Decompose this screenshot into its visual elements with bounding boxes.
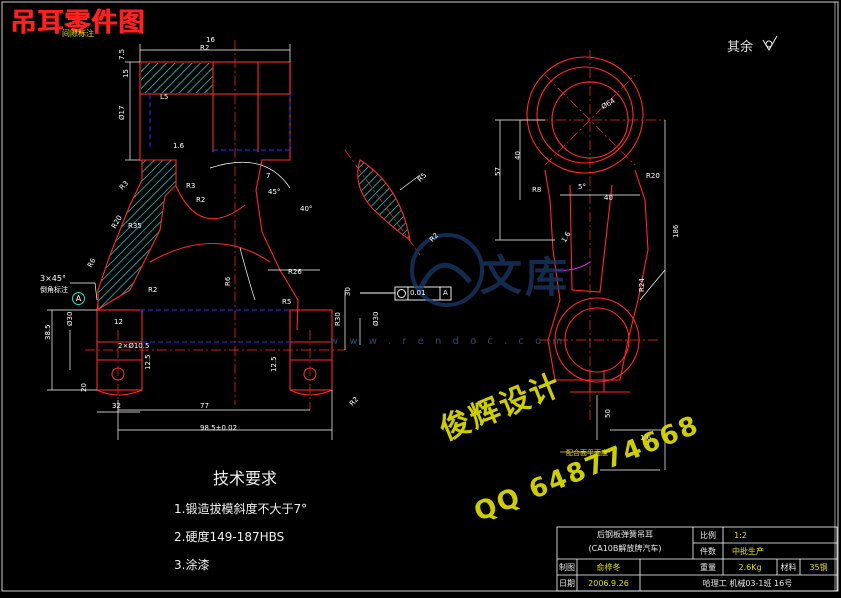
watermark-url: w w w . r e n d o c . c o m [330,336,567,347]
dimension-d-phi: Ø17 [118,105,126,120]
dimension-d-50: 50 [604,409,612,418]
dimension-d-r58: R5 [282,298,292,306]
dimension-d-20: 20 [80,383,88,392]
dimension-d-r8: R8 [532,186,542,194]
dimension-d-40c: 40 [604,194,613,202]
dimension-d-125b: 12.5 [270,356,278,372]
title-block-frame [556,526,838,592]
dimension-d-5: 5° [578,183,586,191]
dimension-d-30: 30 [344,287,352,296]
dimension-d-l5: L5 [160,93,169,101]
center-lines [85,40,345,410]
roughness-note: 其余 [727,40,754,55]
weight-value: 2.6Kg [738,563,762,572]
drawn-value: 俞梓冬 [596,563,621,572]
organization: 哈理工 机械03-1班 16号 [702,579,793,588]
web-hatch [97,159,177,312]
scale-label: 比例 [700,531,716,540]
part-name: 后钢板弹簧吊耳 [597,530,653,539]
chamfer-label: 3×45° [40,274,66,283]
tech-req-2: 2.硬度149-187HBS [174,530,285,544]
tech-req-heading: 技术要求 [213,469,278,488]
chamfer-note: 倒角标注 [40,286,68,294]
flatness-value: 0.01 [410,289,426,297]
dimension-d-2x105: 2×Ø10.5 [118,342,150,350]
dimension-d-40b: 40 [514,151,522,160]
left-section-view [85,40,345,410]
dimension-d-16b: 1.6 [173,142,185,150]
datum-marker: A [72,292,85,305]
dimension-d-32: 32 [112,402,121,410]
dimension-d-40: 40° [300,205,313,213]
watermark-logo: 文 库 [410,233,567,307]
svg-text:库: 库 [525,253,567,302]
hidden-lines [149,94,291,151]
dimension-d-r3b: R3 [186,182,196,190]
dimension-d-r30: R30 [334,312,342,326]
part-subname: (CA10B解放牌汽车) [588,544,662,553]
qty-label: 件数 [700,547,716,556]
dimension-d-45: 45° [268,188,281,196]
dimension-d-r24: R24 [638,278,646,292]
qty-value: 中批生产 [732,547,764,556]
dimension-d-186: 186 [672,224,680,238]
dimension-d-15: 15 [122,69,130,78]
eye-mid [536,66,634,164]
material-value: 35钢 [809,563,828,572]
tech-req-1: 1.锻造拔模斜度不大于7° [174,502,308,516]
dimension-d-phi-r: Ø30 [372,311,380,326]
dimension-d-r26: R26 [288,268,302,276]
flatness-datum: A [443,289,448,297]
roughness-symbol [762,35,778,51]
dimension-d-r2c: R2 [148,286,158,294]
scale-value: 1:2 [734,531,747,540]
dimension-d-r2: R2 [200,44,210,52]
removed-section [344,149,421,256]
dimension-d-385: 38.5 [44,324,52,340]
eye-outer [526,56,644,174]
dimension-d-16d: 1.6 [640,434,652,442]
dimension-d-125: 12.5 [144,354,152,370]
dimension-d-r2b: R2 [196,196,206,204]
spring-gap-label: 间隙标注 [62,29,94,38]
weight-label: 重量 [700,563,716,572]
arch-curve [149,242,271,263]
drawing-title: 吊耳零件图 [10,8,146,38]
dimension-d-16: 16 [206,36,215,44]
dimension-d-r35: R35 [128,222,142,230]
fit-plane-label: 配合面平面度 [566,449,608,457]
dimension-d-77: 77 [200,402,209,410]
material-label: 材料 [780,563,797,572]
drawn-label: 制图 [559,563,575,572]
dimension-d-75: 7.5 [118,48,126,60]
dimension-d-57: 57 [494,167,502,176]
date-label: 日期 [559,579,575,588]
top-boss-hatch [141,63,213,93]
dimension-d-r6b: R6 [224,276,232,286]
dimension-d-7: 7 [266,172,271,180]
tech-req-3: 3.涂漆 [174,558,210,572]
date-value: 2006.9.26 [588,579,629,588]
dimension-d-phi-l: Ø30 [66,311,74,326]
dimension-d-r20b: R20 [646,172,660,180]
dimension-d-985: 98.5±0.02 [200,424,238,432]
left-dimensions [47,44,361,440]
right-dimensions [495,119,666,471]
dimension-d-12: 12 [114,318,123,326]
svg-text:文: 文 [480,251,522,300]
